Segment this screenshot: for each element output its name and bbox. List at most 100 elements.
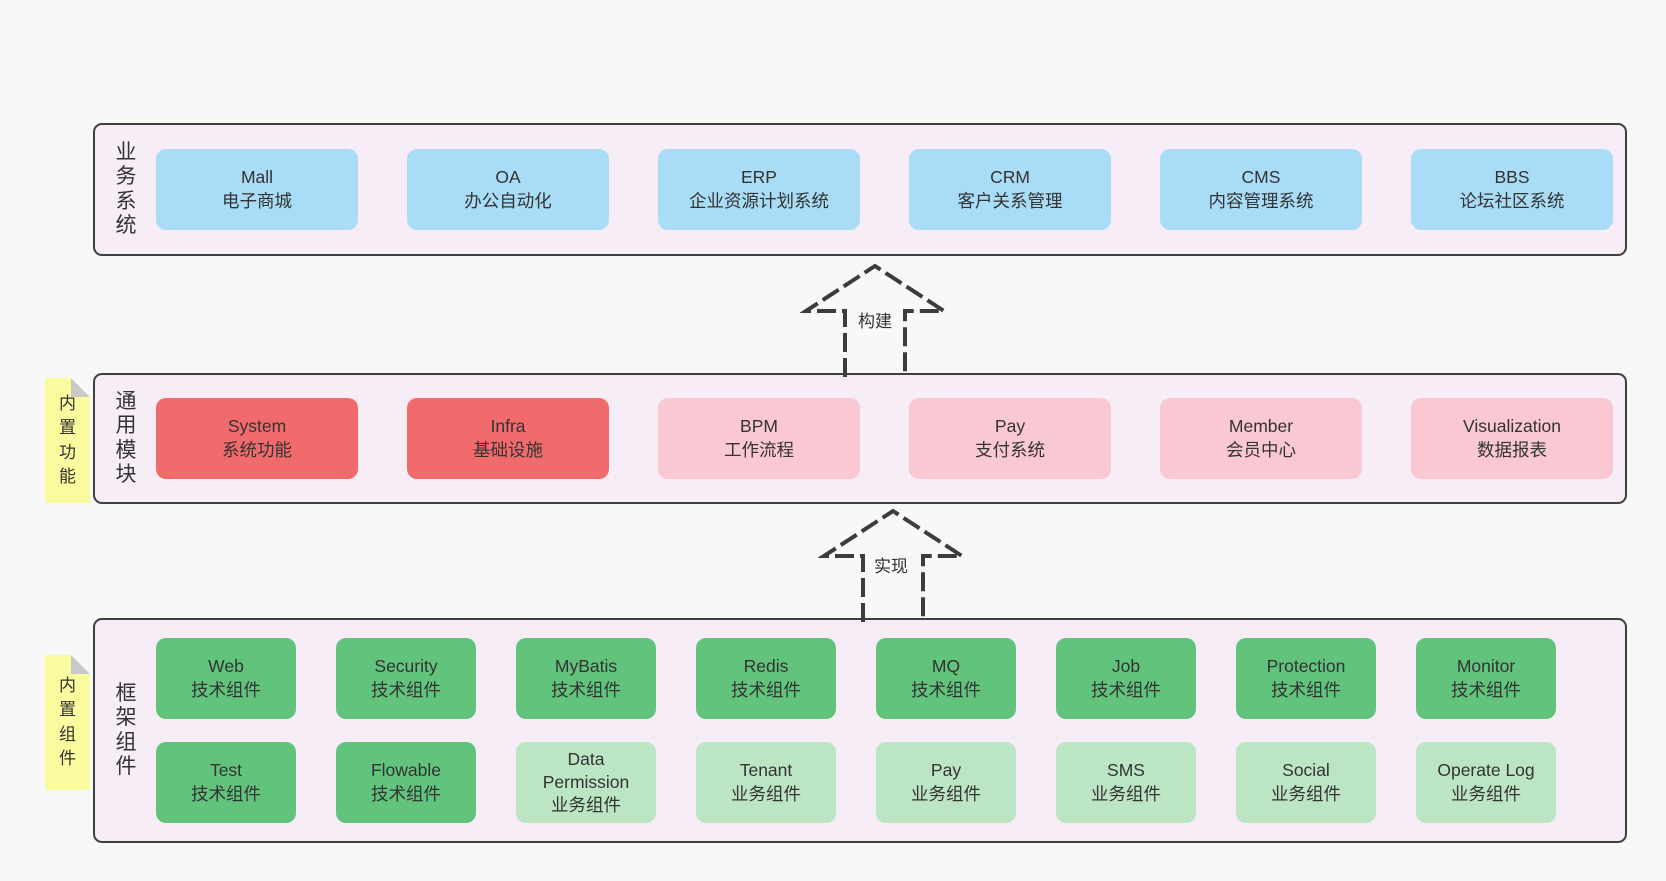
dashed-up-arrow-implement [818, 508, 968, 622]
box-protection: Protection 技术组件 [1236, 638, 1376, 719]
box-mybatis: MyBatis 技术组件 [516, 638, 656, 719]
box-desc: 技术组件 [731, 679, 801, 700]
box-desc: 支付系统 [975, 439, 1045, 460]
box-desc: 会员中心 [1226, 439, 1296, 460]
panel-label-text: 框架组件 [115, 681, 137, 778]
panel-business-systems: 业务系统 Mall 电子商城 OA 办公自动化 ERP 企业资源计划系统 CRM [93, 123, 1627, 256]
box-desc: 业务组件 [1271, 783, 1341, 804]
box-system: System 系统功能 [156, 398, 358, 479]
box-name: Pay [930, 760, 962, 781]
note-fold-corner-icon [71, 378, 90, 397]
box-visualization: Visualization 数据报表 [1411, 398, 1613, 479]
sticky-note-built-in-components: 内置组件 [45, 655, 90, 790]
box-name: CMS [1241, 167, 1281, 188]
box-name: System [227, 416, 287, 437]
box-name: CRM [990, 167, 1030, 188]
box-name: Job [1111, 656, 1141, 677]
box-desc: 技术组件 [191, 783, 261, 804]
box-desc: 工作流程 [724, 439, 794, 460]
panel-label-text: 业务系统 [115, 140, 137, 237]
box-name: Member [1228, 416, 1294, 437]
panel-label-framework-components: 框架组件 [95, 620, 157, 841]
box-flowable: Flowable 技术组件 [336, 742, 476, 823]
box-tenant: Tenant 业务组件 [696, 742, 836, 823]
box-desc: 技术组件 [1451, 679, 1521, 700]
box-desc: 技术组件 [371, 783, 441, 804]
box-desc: 技术组件 [551, 679, 621, 700]
box-desc: 业务组件 [731, 783, 801, 804]
box-desc: 技术组件 [911, 679, 981, 700]
box-desc: 技术组件 [1091, 679, 1161, 700]
panel-label-text: 通用模块 [115, 389, 137, 486]
box-name: Infra [490, 416, 526, 437]
box-name: Redis [743, 656, 789, 677]
box-social: Social 业务组件 [1236, 742, 1376, 823]
box-desc: 内容管理系统 [1208, 190, 1314, 211]
box-desc: 基础设施 [473, 439, 543, 460]
box-operate-log: Operate Log 业务组件 [1416, 742, 1556, 823]
box-bbs: BBS 论坛社区系统 [1411, 149, 1613, 230]
box-name: Web [208, 656, 244, 677]
box-crm: CRM 客户关系管理 [909, 149, 1111, 230]
box-desc: 业务组件 [551, 795, 621, 816]
arrow-label-build: 构建 [855, 306, 895, 333]
panel-label-common-modules: 通用模块 [95, 375, 157, 502]
box-name: Flowable [370, 760, 442, 781]
box-pay-module: Pay 支付系统 [909, 398, 1111, 479]
box-desc: 客户关系管理 [957, 190, 1063, 211]
note-text: 内置功能 [59, 394, 76, 486]
box-name: Protection [1266, 656, 1346, 677]
box-name: Monitor [1456, 656, 1516, 677]
box-name: ERP [741, 167, 777, 188]
box-name: SMS [1107, 760, 1145, 781]
box-name: Social [1282, 760, 1330, 781]
box-oa: OA 办公自动化 [407, 149, 609, 230]
box-desc: 办公自动化 [464, 190, 552, 211]
box-desc: 电子商城 [222, 190, 292, 211]
box-monitor: Monitor 技术组件 [1416, 638, 1556, 719]
box-mall: Mall 电子商城 [156, 149, 358, 230]
box-test: Test 技术组件 [156, 742, 296, 823]
box-desc: 业务组件 [1451, 783, 1521, 804]
box-bpm: BPM 工作流程 [658, 398, 860, 479]
box-name: Tenant [739, 760, 793, 781]
box-mq: MQ 技术组件 [876, 638, 1016, 719]
box-web: Web 技术组件 [156, 638, 296, 719]
panel-common-modules: 通用模块 System 系统功能 Infra 基础设施 BPM 工作流程 Pay [93, 373, 1627, 504]
box-security: Security 技术组件 [336, 638, 476, 719]
box-name: Operate Log [1437, 760, 1535, 781]
arrow-label-implement: 实现 [871, 551, 911, 578]
box-desc: 技术组件 [1271, 679, 1341, 700]
box-name: OA [495, 167, 521, 188]
box-name: MyBatis [554, 656, 618, 677]
box-name: Visualization [1463, 416, 1561, 437]
box-desc: 数据报表 [1477, 439, 1547, 460]
box-name: BBS [1494, 167, 1530, 188]
box-name: MQ [931, 656, 961, 677]
box-desc: 技术组件 [191, 679, 261, 700]
box-desc: 系统功能 [222, 439, 292, 460]
box-job: Job 技术组件 [1056, 638, 1196, 719]
box-name: Data Permission [542, 748, 630, 792]
sticky-note-built-in-features: 内置功能 [45, 378, 90, 503]
panel-label-business-systems: 业务系统 [95, 125, 157, 254]
box-cms: CMS 内容管理系统 [1160, 149, 1362, 230]
box-name: Security [374, 656, 438, 677]
note-fold-corner-icon [71, 655, 90, 674]
dashed-up-arrow-build [800, 263, 950, 377]
box-desc: 业务组件 [911, 783, 981, 804]
box-member: Member 会员中心 [1160, 398, 1362, 479]
panel-framework-components: 框架组件 Web 技术组件 Security 技术组件 MyBatis 技术组件… [93, 618, 1627, 843]
box-name: Pay [994, 416, 1026, 437]
box-data-permission: Data Permission 业务组件 [516, 742, 656, 823]
box-erp: ERP 企业资源计划系统 [658, 149, 860, 230]
box-name: Mall [240, 167, 274, 188]
note-text: 内置组件 [59, 676, 76, 768]
box-desc: 论坛社区系统 [1459, 190, 1565, 211]
box-desc: 企业资源计划系统 [689, 190, 829, 211]
box-redis: Redis 技术组件 [696, 638, 836, 719]
box-pay-component: Pay 业务组件 [876, 742, 1016, 823]
box-infra: Infra 基础设施 [407, 398, 609, 479]
box-name: Test [209, 760, 243, 781]
